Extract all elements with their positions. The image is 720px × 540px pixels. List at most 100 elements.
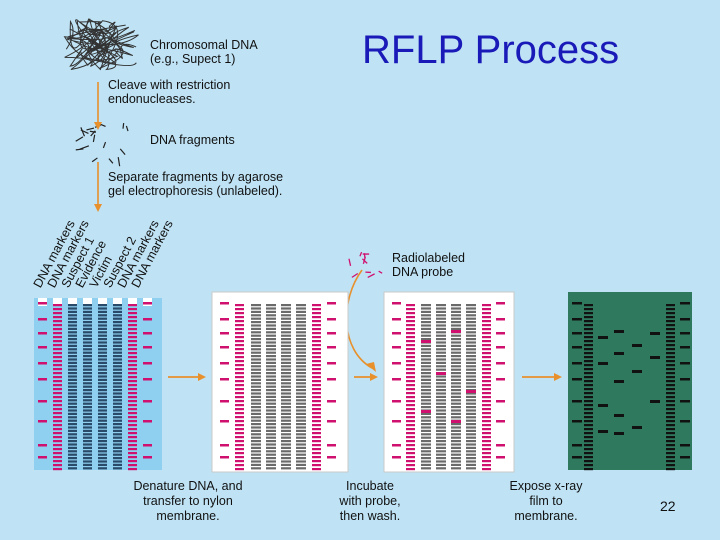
band — [406, 384, 415, 387]
caption-line: membrane. — [514, 509, 578, 523]
band — [436, 382, 446, 385]
band — [98, 450, 107, 453]
band — [143, 362, 152, 365]
separate-label: Separate fragments by agarose — [108, 170, 284, 184]
band — [38, 420, 47, 423]
band — [266, 334, 276, 337]
band — [128, 400, 137, 403]
band — [466, 419, 476, 422]
band — [128, 312, 137, 315]
band — [421, 446, 431, 449]
band — [68, 304, 77, 307]
band — [251, 378, 261, 381]
band — [220, 332, 229, 335]
probe-mark — [348, 258, 352, 267]
band — [436, 453, 446, 456]
band — [327, 378, 336, 381]
band — [584, 360, 593, 363]
band — [281, 467, 291, 470]
band — [482, 460, 491, 463]
hybridized-band — [451, 330, 461, 333]
band — [312, 372, 321, 375]
fragments-label: DNA fragments — [150, 133, 235, 147]
band — [312, 408, 321, 411]
band — [281, 368, 291, 371]
band — [584, 372, 593, 375]
band — [83, 457, 92, 460]
band — [421, 321, 431, 324]
band — [312, 464, 321, 467]
band — [83, 412, 92, 415]
band — [38, 302, 47, 305]
band — [406, 336, 415, 339]
band — [312, 336, 321, 339]
band — [421, 334, 431, 337]
band — [38, 378, 47, 381]
band — [113, 423, 122, 426]
band — [436, 317, 446, 320]
band — [113, 460, 122, 463]
band — [466, 423, 476, 426]
band — [312, 456, 321, 459]
band — [113, 348, 122, 351]
band — [584, 396, 593, 399]
band — [113, 338, 122, 341]
band — [482, 344, 491, 347]
film-band — [614, 414, 624, 417]
band — [666, 432, 675, 435]
band — [68, 433, 77, 436]
band — [421, 310, 431, 313]
band — [482, 448, 491, 451]
band — [235, 352, 244, 355]
band — [406, 340, 415, 343]
band — [451, 395, 461, 398]
band — [98, 338, 107, 341]
band — [296, 361, 306, 364]
band — [496, 318, 505, 321]
band — [281, 372, 291, 375]
film-band — [632, 344, 642, 347]
band — [451, 429, 461, 432]
band — [235, 340, 244, 343]
band — [482, 392, 491, 395]
band — [113, 429, 122, 432]
band — [466, 440, 476, 443]
band — [327, 456, 336, 459]
band — [421, 304, 431, 307]
band — [281, 307, 291, 310]
band — [113, 372, 122, 375]
band — [406, 464, 415, 467]
fragment-mark — [89, 130, 97, 133]
band — [98, 433, 107, 436]
band — [421, 457, 431, 460]
band — [83, 351, 92, 354]
band — [235, 396, 244, 399]
band — [312, 312, 321, 315]
band — [128, 424, 137, 427]
band — [666, 356, 675, 359]
band — [296, 457, 306, 460]
band — [235, 328, 244, 331]
band — [436, 344, 446, 347]
band — [451, 406, 461, 409]
band — [113, 419, 122, 422]
band — [281, 402, 291, 405]
band — [451, 385, 461, 388]
band — [466, 331, 476, 334]
band — [83, 365, 92, 368]
band — [421, 423, 431, 426]
film-band — [598, 404, 608, 407]
fragment-mark — [80, 127, 86, 137]
band — [451, 450, 461, 453]
band — [266, 429, 276, 432]
band — [266, 314, 276, 317]
band — [68, 365, 77, 368]
band — [296, 446, 306, 449]
band — [128, 380, 137, 383]
band — [128, 360, 137, 363]
band — [496, 444, 505, 447]
expose-caption: Expose x-ray film to membrane. — [496, 479, 596, 524]
band — [128, 404, 137, 407]
band — [406, 376, 415, 379]
band — [572, 346, 582, 349]
